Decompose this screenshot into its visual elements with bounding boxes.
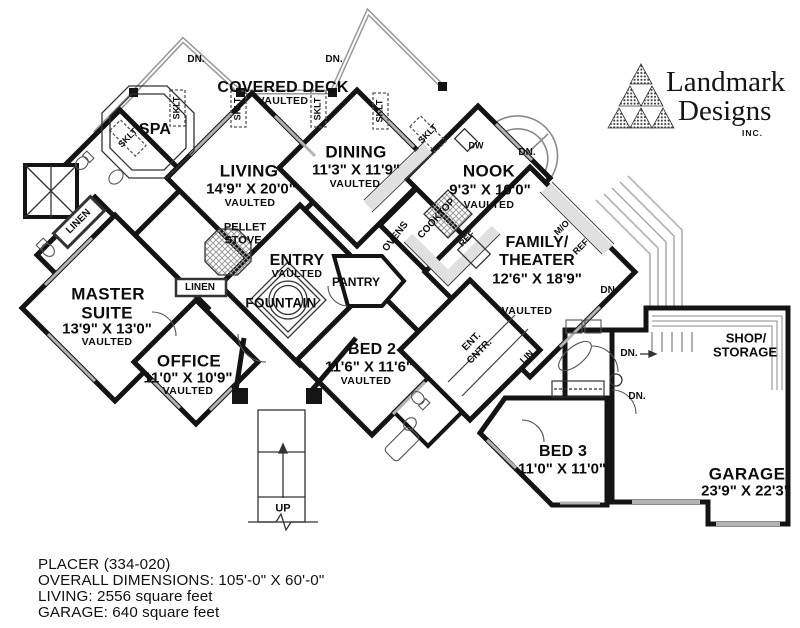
bed3-walls bbox=[476, 395, 610, 508]
master-vaulted: VAULTED bbox=[81, 335, 133, 348]
entry-stairs bbox=[248, 409, 318, 532]
fountain-label: FOUNTAIN bbox=[245, 295, 317, 311]
entry-vaulted: VAULTED bbox=[271, 267, 323, 280]
pellet-stove-label-line2: STOVE bbox=[224, 234, 262, 247]
pellet-stove bbox=[204, 228, 252, 276]
porch-pillar-left bbox=[232, 388, 248, 404]
master-dims: 13'9" X 13'0" bbox=[62, 320, 152, 338]
sklt-label-3: SKLT bbox=[312, 97, 323, 121]
door-arcs bbox=[151, 285, 637, 443]
office-vaulted: VAULTED bbox=[162, 384, 214, 397]
nook-dims: 9'3" X 10'0" bbox=[449, 181, 531, 199]
living-dims: 14'9" X 20'0" bbox=[206, 180, 296, 198]
garage-dims: 23'9" X 22'3" bbox=[701, 482, 791, 500]
plan-name: PLACER (334-020) bbox=[38, 556, 171, 573]
bed3-closet bbox=[551, 380, 605, 398]
logo-suffix: INC. bbox=[742, 128, 763, 138]
dn-label-6: DN. bbox=[628, 391, 646, 402]
pantry-walls bbox=[331, 254, 407, 308]
windows bbox=[43, 109, 780, 526]
shop-shelving bbox=[652, 315, 783, 390]
office-dims: 11'0" X 10'9" bbox=[143, 369, 233, 387]
master-label-line1: MASTER bbox=[71, 284, 145, 304]
dn-label-5: DN. bbox=[620, 348, 638, 359]
bed2-label: BED 2 bbox=[347, 341, 397, 358]
family-label-line1: FAMILY/ bbox=[505, 234, 569, 251]
ent-cntr-band bbox=[447, 314, 529, 397]
plan-info-block: PLACER (334-020) OVERALL DIMENSIONS: 105… bbox=[38, 557, 324, 621]
family-dims: 12'6" X 18'9" bbox=[492, 270, 582, 288]
garage-walls bbox=[609, 305, 791, 527]
covered-deck-vaulted: VAULTED bbox=[257, 94, 309, 107]
spa-label: SPA bbox=[138, 121, 172, 138]
spa-octagon-inner bbox=[109, 93, 187, 171]
covered-deck-label: COVERED DECK bbox=[217, 79, 349, 96]
room-walls bbox=[18, 86, 791, 527]
shop-label-line1: SHOP/ bbox=[725, 330, 767, 346]
bed2-vaulted: VAULTED bbox=[340, 374, 392, 387]
nook-label: NOOK bbox=[462, 161, 516, 181]
porch-wall-left bbox=[233, 337, 247, 391]
bath-fixtures bbox=[35, 150, 602, 462]
refrigerator bbox=[456, 234, 492, 270]
logo-triangles-icon bbox=[607, 63, 675, 129]
dn-label-4: DN. bbox=[600, 285, 618, 296]
bed2-dims: 11'6" X 11'6" bbox=[324, 358, 414, 376]
ovens-counter bbox=[363, 143, 433, 211]
logo-title-line1: Landmark bbox=[666, 66, 786, 98]
landmark-designs-logo: Landmark Designs INC. bbox=[606, 58, 800, 142]
dn-label-1: DN. bbox=[187, 54, 205, 65]
plan-living-area: LIVING: 2556 square feet bbox=[38, 588, 213, 605]
bed3-dims: 11'0" X 11'0" bbox=[517, 460, 607, 478]
office-label: OFFICE bbox=[156, 351, 222, 371]
sklt-label-4: SKLT bbox=[374, 99, 385, 123]
entry-label: ENTRY bbox=[269, 252, 325, 269]
logo-title-line2: Designs bbox=[678, 95, 772, 127]
linen-closet-1 bbox=[51, 194, 107, 250]
shop-label-line2: STORAGE bbox=[712, 344, 778, 360]
sklt-label-1: SKLT bbox=[171, 96, 182, 120]
master-label-line2: SUITE bbox=[81, 303, 133, 323]
porch-wall-right bbox=[310, 336, 358, 392]
mo-ref-counter bbox=[541, 183, 613, 255]
skylight-bay-facets bbox=[24, 164, 78, 218]
pantry-label: PANTRY bbox=[332, 275, 380, 289]
dw-label: DW bbox=[468, 140, 484, 151]
door-pivot bbox=[609, 373, 623, 387]
dining-dims: 11'3" X 11'9" bbox=[311, 161, 401, 179]
dishwasher bbox=[453, 127, 479, 153]
sklt-label-2: SKLT bbox=[232, 97, 243, 121]
nook-counter bbox=[403, 225, 501, 287]
dn-label-2: DN. bbox=[325, 54, 343, 65]
garage-label: GARAGE bbox=[708, 464, 786, 484]
bed3-label: BED 3 bbox=[538, 443, 588, 460]
plan-garage-area: GARAGE: 640 square feet bbox=[38, 604, 220, 621]
garage-connector bbox=[562, 327, 615, 403]
nook-vaulted: VAULTED bbox=[463, 198, 515, 211]
plan-overall-dimensions: OVERALL DIMENSIONS: 105'-0" X 60'-0" bbox=[38, 572, 325, 589]
linen-label-2: LINEN bbox=[185, 282, 215, 293]
garage-entry-steps bbox=[651, 332, 693, 352]
dining-vaulted: VAULTED bbox=[329, 177, 381, 190]
spa-octagon bbox=[101, 85, 195, 179]
up-label: UP bbox=[275, 502, 291, 515]
fixtures bbox=[24, 85, 783, 532]
fountain-feature bbox=[249, 261, 327, 339]
dining-label: DINING bbox=[325, 142, 387, 162]
dn-label-3: DN. bbox=[518, 147, 536, 158]
right-deck-steps bbox=[595, 175, 683, 318]
cooktop-island bbox=[423, 189, 473, 239]
family-vaulted: VAULTED bbox=[501, 304, 553, 317]
living-vaulted: VAULTED bbox=[224, 196, 276, 209]
porch-pillar-right bbox=[306, 388, 322, 404]
living-label: LIVING bbox=[219, 161, 279, 181]
family-label-line2: THEATER bbox=[499, 252, 575, 269]
linen-closet-2 bbox=[174, 277, 228, 298]
pellet-stove-label-line1: PELLET bbox=[223, 221, 267, 234]
